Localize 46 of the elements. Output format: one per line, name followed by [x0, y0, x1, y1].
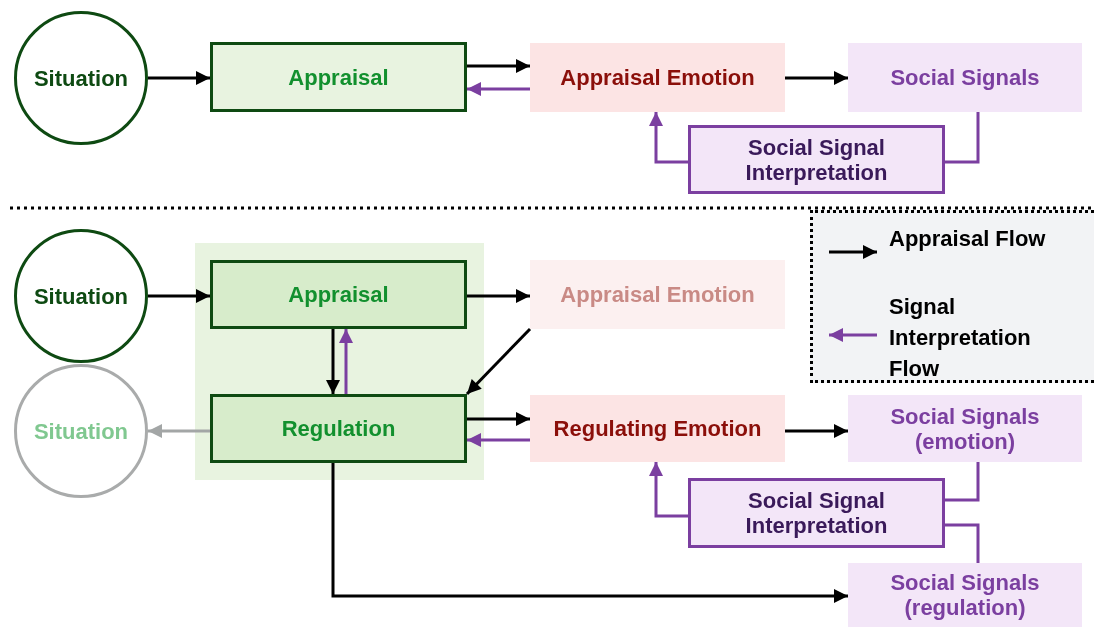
arrow — [649, 112, 688, 164]
node-label: Situation — [33, 65, 129, 91]
node-label: Social Signals (emotion) — [889, 403, 1041, 454]
emotion-box — [530, 395, 785, 462]
arrow — [465, 327, 532, 396]
arrow — [649, 462, 688, 518]
node-label: Regulating Emotion — [553, 416, 762, 441]
legend-label: Appraisal Flow — [889, 225, 1047, 253]
interpretation-box — [688, 125, 945, 194]
node-label: Situation — [33, 418, 129, 444]
arrow — [326, 329, 340, 394]
node-label: Situation — [33, 283, 129, 309]
node-label: Social Signals — [890, 65, 1040, 90]
emotion-box — [530, 43, 785, 112]
arrow — [467, 289, 530, 303]
node-label: Regulation — [281, 416, 396, 441]
signal-box — [848, 395, 1082, 462]
signal-box — [848, 563, 1082, 627]
arrow — [148, 424, 210, 438]
node-label: Appraisal — [288, 282, 389, 307]
process-box — [210, 42, 467, 112]
node-label: Appraisal — [288, 64, 389, 90]
regulation-group-panel — [195, 243, 484, 480]
node-label: Appraisal Emotion — [560, 282, 755, 307]
node-label: Social Signal Interpretation — [744, 488, 889, 538]
arrow — [331, 463, 848, 603]
arrow — [467, 412, 530, 426]
arrow — [945, 462, 980, 502]
process-box — [210, 260, 467, 329]
arrow — [785, 424, 848, 438]
legend-label: Signal Interpretation Flow — [889, 293, 1032, 383]
arrow — [339, 329, 353, 394]
arrow — [148, 289, 210, 303]
node-label: Social Signals (regulation) — [889, 570, 1041, 620]
arrow — [148, 71, 210, 85]
process-box — [210, 394, 467, 463]
node-label: Social Signal Interpretation — [744, 134, 889, 185]
node-label: Appraisal Emotion — [560, 65, 755, 90]
arrow — [467, 59, 530, 73]
arrow — [785, 71, 848, 85]
arrow — [945, 523, 980, 563]
arrow — [467, 82, 530, 96]
emotion-box — [530, 260, 785, 329]
signal-box — [848, 43, 1082, 112]
arrow — [467, 433, 530, 447]
interpretation-box — [688, 478, 945, 548]
